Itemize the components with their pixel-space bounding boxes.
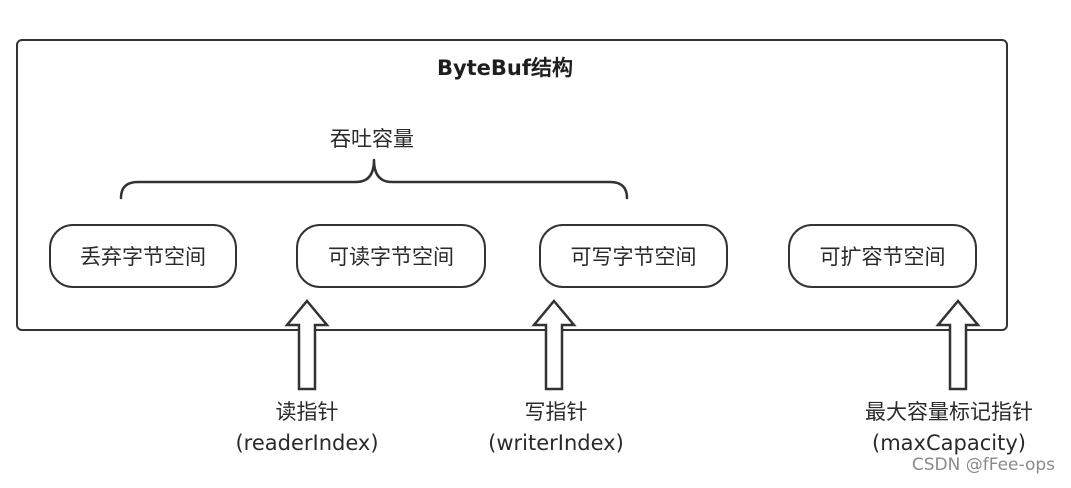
writer-index-label: 写指针 (writerIndex)	[456, 397, 656, 459]
reader-index-label: 读指针 (readerIndex)	[207, 397, 407, 459]
pointer-name: 读指针	[275, 400, 339, 424]
max-capacity-arrow-icon	[935, 299, 981, 391]
max-capacity-label: 最大容量标记指针 (maxCapacity)	[834, 397, 1064, 459]
pointer-index: (writerIndex)	[488, 431, 624, 455]
segment-discardable-bytes: 丢弃字节空间	[49, 224, 237, 288]
diagram-title: ByteBuf结构	[436, 56, 574, 80]
pointer-index: (maxCapacity)	[872, 431, 1026, 455]
segment-readable-bytes: 可读字节空间	[296, 224, 486, 288]
writer-index-arrow-icon	[531, 299, 577, 391]
segment-writable-bytes: 可写字节空间	[539, 224, 728, 288]
csdn-watermark: CSDN @fFee-ops	[911, 455, 1055, 475]
pointer-name: 写指针	[524, 400, 588, 424]
pointer-name: 最大容量标记指针	[865, 400, 1033, 424]
pointer-index: (readerIndex)	[235, 431, 379, 455]
segment-expandable-bytes: 可扩容节空间	[788, 224, 977, 288]
reader-index-arrow-icon	[284, 299, 330, 391]
capacity-brace	[119, 158, 629, 200]
capacity-label: 吞吐容量	[330, 127, 414, 151]
bytebuf-frame	[16, 39, 1008, 331]
